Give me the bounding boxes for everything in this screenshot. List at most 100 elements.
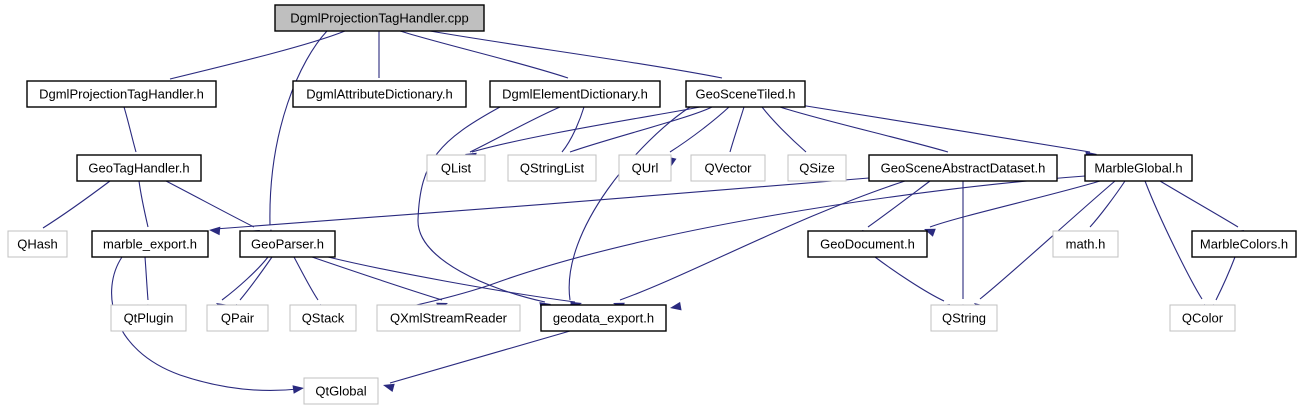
node-box[interactable] [239,230,336,258]
edge-line [979,180,1116,300]
node-box[interactable] [303,377,379,405]
node-box[interactable] [26,80,217,108]
node-root[interactable]: DgmlProjectionTagHandler.cpp [274,4,485,32]
node-qstack[interactable]: QStack [289,304,357,332]
node-label: QVector [705,160,753,175]
node-label: DgmlElementDictionary.h [502,86,648,101]
node-label: QUrl [632,160,659,175]
node-label: GeoSceneAbstractDataset.h [881,160,1046,175]
edge-line [239,256,273,301]
node-qpair[interactable]: QPair [206,304,269,332]
node-box[interactable] [807,230,928,258]
edge-marbleexport-to-qtglobal [111,256,304,394]
node-qtglobal[interactable]: QtGlobal [303,377,379,405]
node-label: QStack [302,310,345,325]
node-qlist[interactable]: QList [426,154,486,182]
node-marbleexport[interactable]: marble_export.h [91,230,209,258]
node-box[interactable] [289,304,357,332]
node-qvector[interactable]: QVector [690,154,766,182]
node-geoscenetiled[interactable]: GeoSceneTiled.h [685,80,806,108]
node-marblecolors[interactable]: MarbleColors.h [1191,230,1297,258]
node-box[interactable] [110,304,187,332]
edge-geodataexp-to-qtglobal [383,330,571,393]
node-qxmlstream[interactable]: QXmlStreamReader [376,304,521,332]
node-label: marble_export.h [103,236,197,251]
node-box[interactable] [489,80,661,108]
node-box[interactable] [206,304,269,332]
node-box[interactable] [507,154,597,182]
node-label: GeoSceneTiled.h [696,86,796,101]
node-box[interactable] [618,154,672,182]
edge-geoscenetiled-to-qstringlist [563,106,713,163]
node-box[interactable] [930,304,998,332]
node-marbleglobal[interactable]: MarbleGlobal.h [1084,154,1193,182]
node-box[interactable] [1191,230,1297,258]
node-qstringlist[interactable]: QStringList [507,154,597,182]
node-box[interactable] [376,304,521,332]
node-box[interactable] [1084,154,1193,182]
edge-line [138,180,149,228]
node-qhash[interactable]: QHash [7,230,68,258]
node-label: DgmlProjectionTagHandler.cpp [290,10,468,25]
node-box[interactable] [685,80,806,108]
node-box[interactable] [76,154,202,182]
node-box[interactable] [7,230,68,258]
node-box[interactable] [1052,230,1119,258]
edge-line [669,106,730,153]
node-qurl[interactable]: QUrl [618,154,672,182]
node-label: GeoDocument.h [820,236,915,251]
node-box[interactable] [540,304,667,332]
node-box[interactable] [426,154,486,182]
edge-line [929,180,1101,228]
arrowhead-icon [209,226,221,236]
node-label: QStringList [520,160,585,175]
node-box[interactable] [787,154,847,182]
edge-line [1144,180,1203,300]
node-dpth_h[interactable]: DgmlProjectionTagHandler.h [26,80,217,108]
node-label: QXmlStreamReader [390,310,508,325]
edge-line [568,106,691,301]
node-geodataexp[interactable]: geodata_export.h [540,304,667,332]
node-box[interactable] [868,154,1058,182]
node-label: QPair [221,310,255,325]
edge-line [469,106,561,153]
node-qtplugin[interactable]: QtPlugin [110,304,187,332]
edge-line [1215,256,1236,301]
node-qstring[interactable]: QString [930,304,998,332]
node-label: GeoParser.h [251,236,324,251]
node-qsize[interactable]: QSize [787,154,847,182]
edge-line [169,30,346,80]
node-qcolor[interactable]: QColor [1169,304,1236,332]
node-mathh[interactable]: math.h [1052,230,1119,258]
node-box[interactable] [91,230,209,258]
node-label: QtGlobal [315,383,366,398]
node-label: MarbleColors.h [1200,236,1288,251]
edge-root-to-geoscenetiled [429,30,729,89]
node-geosceneabs[interactable]: GeoSceneAbstractDataset.h [868,154,1058,182]
node-geodocument[interactable]: GeoDocument.h [807,230,928,258]
node-label: QColor [1182,310,1224,325]
node-geoparser[interactable]: GeoParser.h [239,230,336,258]
edge-geoparser-to-qxmlstream [311,256,448,311]
node-label: DgmlAttributeDictionary.h [306,86,452,101]
edge-geosceneabs-to-marbleexport [209,177,870,236]
edge-line [144,256,149,301]
node-dgmlattr[interactable]: DgmlAttributeDictionary.h [292,80,467,108]
node-box[interactable] [274,4,485,32]
edge-line [42,180,111,229]
node-label: QtPlugin [124,310,174,325]
edge-marbleglobal-to-geodataexp [411,175,1086,311]
node-box[interactable] [292,80,467,108]
node-box[interactable] [1169,304,1236,332]
edge-line [867,180,931,228]
node-geotaghandler[interactable]: GeoTagHandler.h [76,154,202,182]
edge-line [389,330,571,384]
edge-geoscenetiled-to-geodataexp [565,106,691,315]
node-label: math.h [1066,236,1106,251]
node-box[interactable] [690,154,766,182]
node-dgmlelem[interactable]: DgmlElementDictionary.h [489,80,661,108]
node-label: DgmlProjectionTagHandler.h [39,86,204,101]
edge-line [214,177,870,230]
